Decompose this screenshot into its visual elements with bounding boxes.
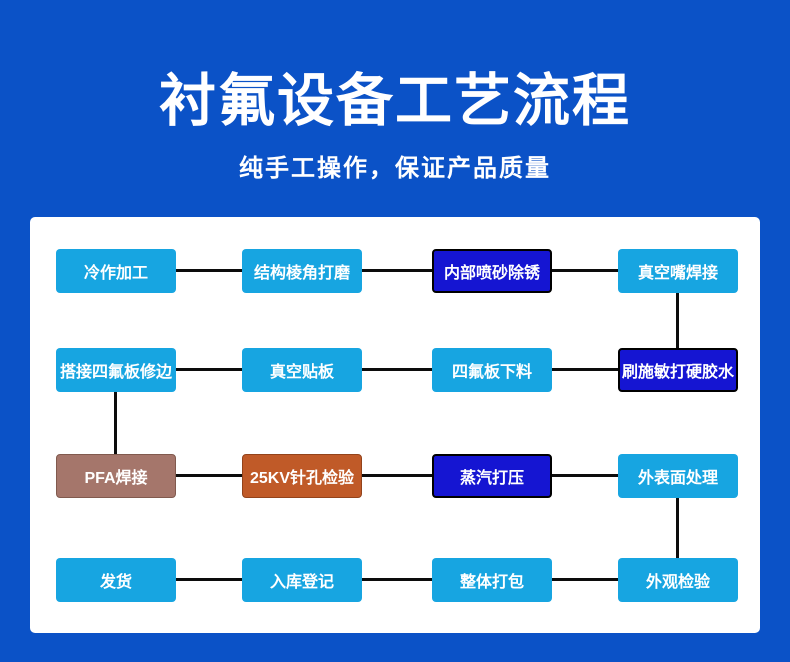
flow-step-ptfe-sheet-trimming: 搭接四氟板修边 <box>56 348 176 392</box>
flow-step-cold-working: 冷作加工 <box>56 249 176 293</box>
connector-vertical <box>114 392 117 454</box>
connector-vertical <box>676 293 679 348</box>
page-subtitle: 纯手工操作，保证产品质量 <box>239 155 551 182</box>
connector-horizontal <box>176 474 242 477</box>
connector-vertical <box>676 498 679 558</box>
connector-horizontal <box>362 474 432 477</box>
flow-step-edge-grinding: 结构棱角打磨 <box>242 249 362 293</box>
flow-step-vacuum-lamination: 真空贴板 <box>242 348 362 392</box>
connector-horizontal <box>176 269 242 272</box>
flow-step-overall-packing: 整体打包 <box>432 558 552 602</box>
connector-horizontal <box>552 578 618 581</box>
flow-step-warehouse-registration: 入库登记 <box>242 558 362 602</box>
flow-step-shipping: 发货 <box>56 558 176 602</box>
connector-horizontal <box>362 269 432 272</box>
flow-step-25kv-pinhole-test: 25KV针孔检验 <box>242 454 362 498</box>
flow-step-steam-pressure-test: 蒸汽打压 <box>432 454 552 498</box>
flow-step-ptfe-sheet-cutting: 四氟板下料 <box>432 348 552 392</box>
flow-step-pfa-welding: PFA焊接 <box>56 454 176 498</box>
flow-step-appearance-inspection: 外观检验 <box>618 558 738 602</box>
page-title: 衬氟设备工艺流程 <box>159 69 631 133</box>
flow-step-vacuum-nozzle-welding: 真空嘴焊接 <box>618 249 738 293</box>
connector-horizontal <box>552 269 618 272</box>
connector-horizontal <box>552 368 618 371</box>
connector-horizontal <box>176 578 242 581</box>
connector-horizontal <box>176 368 242 371</box>
flow-step-internal-sandblast-derust: 内部喷砂除锈 <box>432 249 552 293</box>
flow-step-outer-surface-treatment: 外表面处理 <box>618 454 738 498</box>
connector-horizontal <box>552 474 618 477</box>
flow-step-cemedine-glue-brushing: 刷施敏打硬胶水 <box>618 348 738 392</box>
connector-horizontal <box>362 578 432 581</box>
flowchart-panel: 冷作加工 结构棱角打磨 内部喷砂除锈 真空嘴焊接 搭接四氟板修边 真空贴板 四氟… <box>30 217 760 633</box>
connector-horizontal <box>362 368 432 371</box>
